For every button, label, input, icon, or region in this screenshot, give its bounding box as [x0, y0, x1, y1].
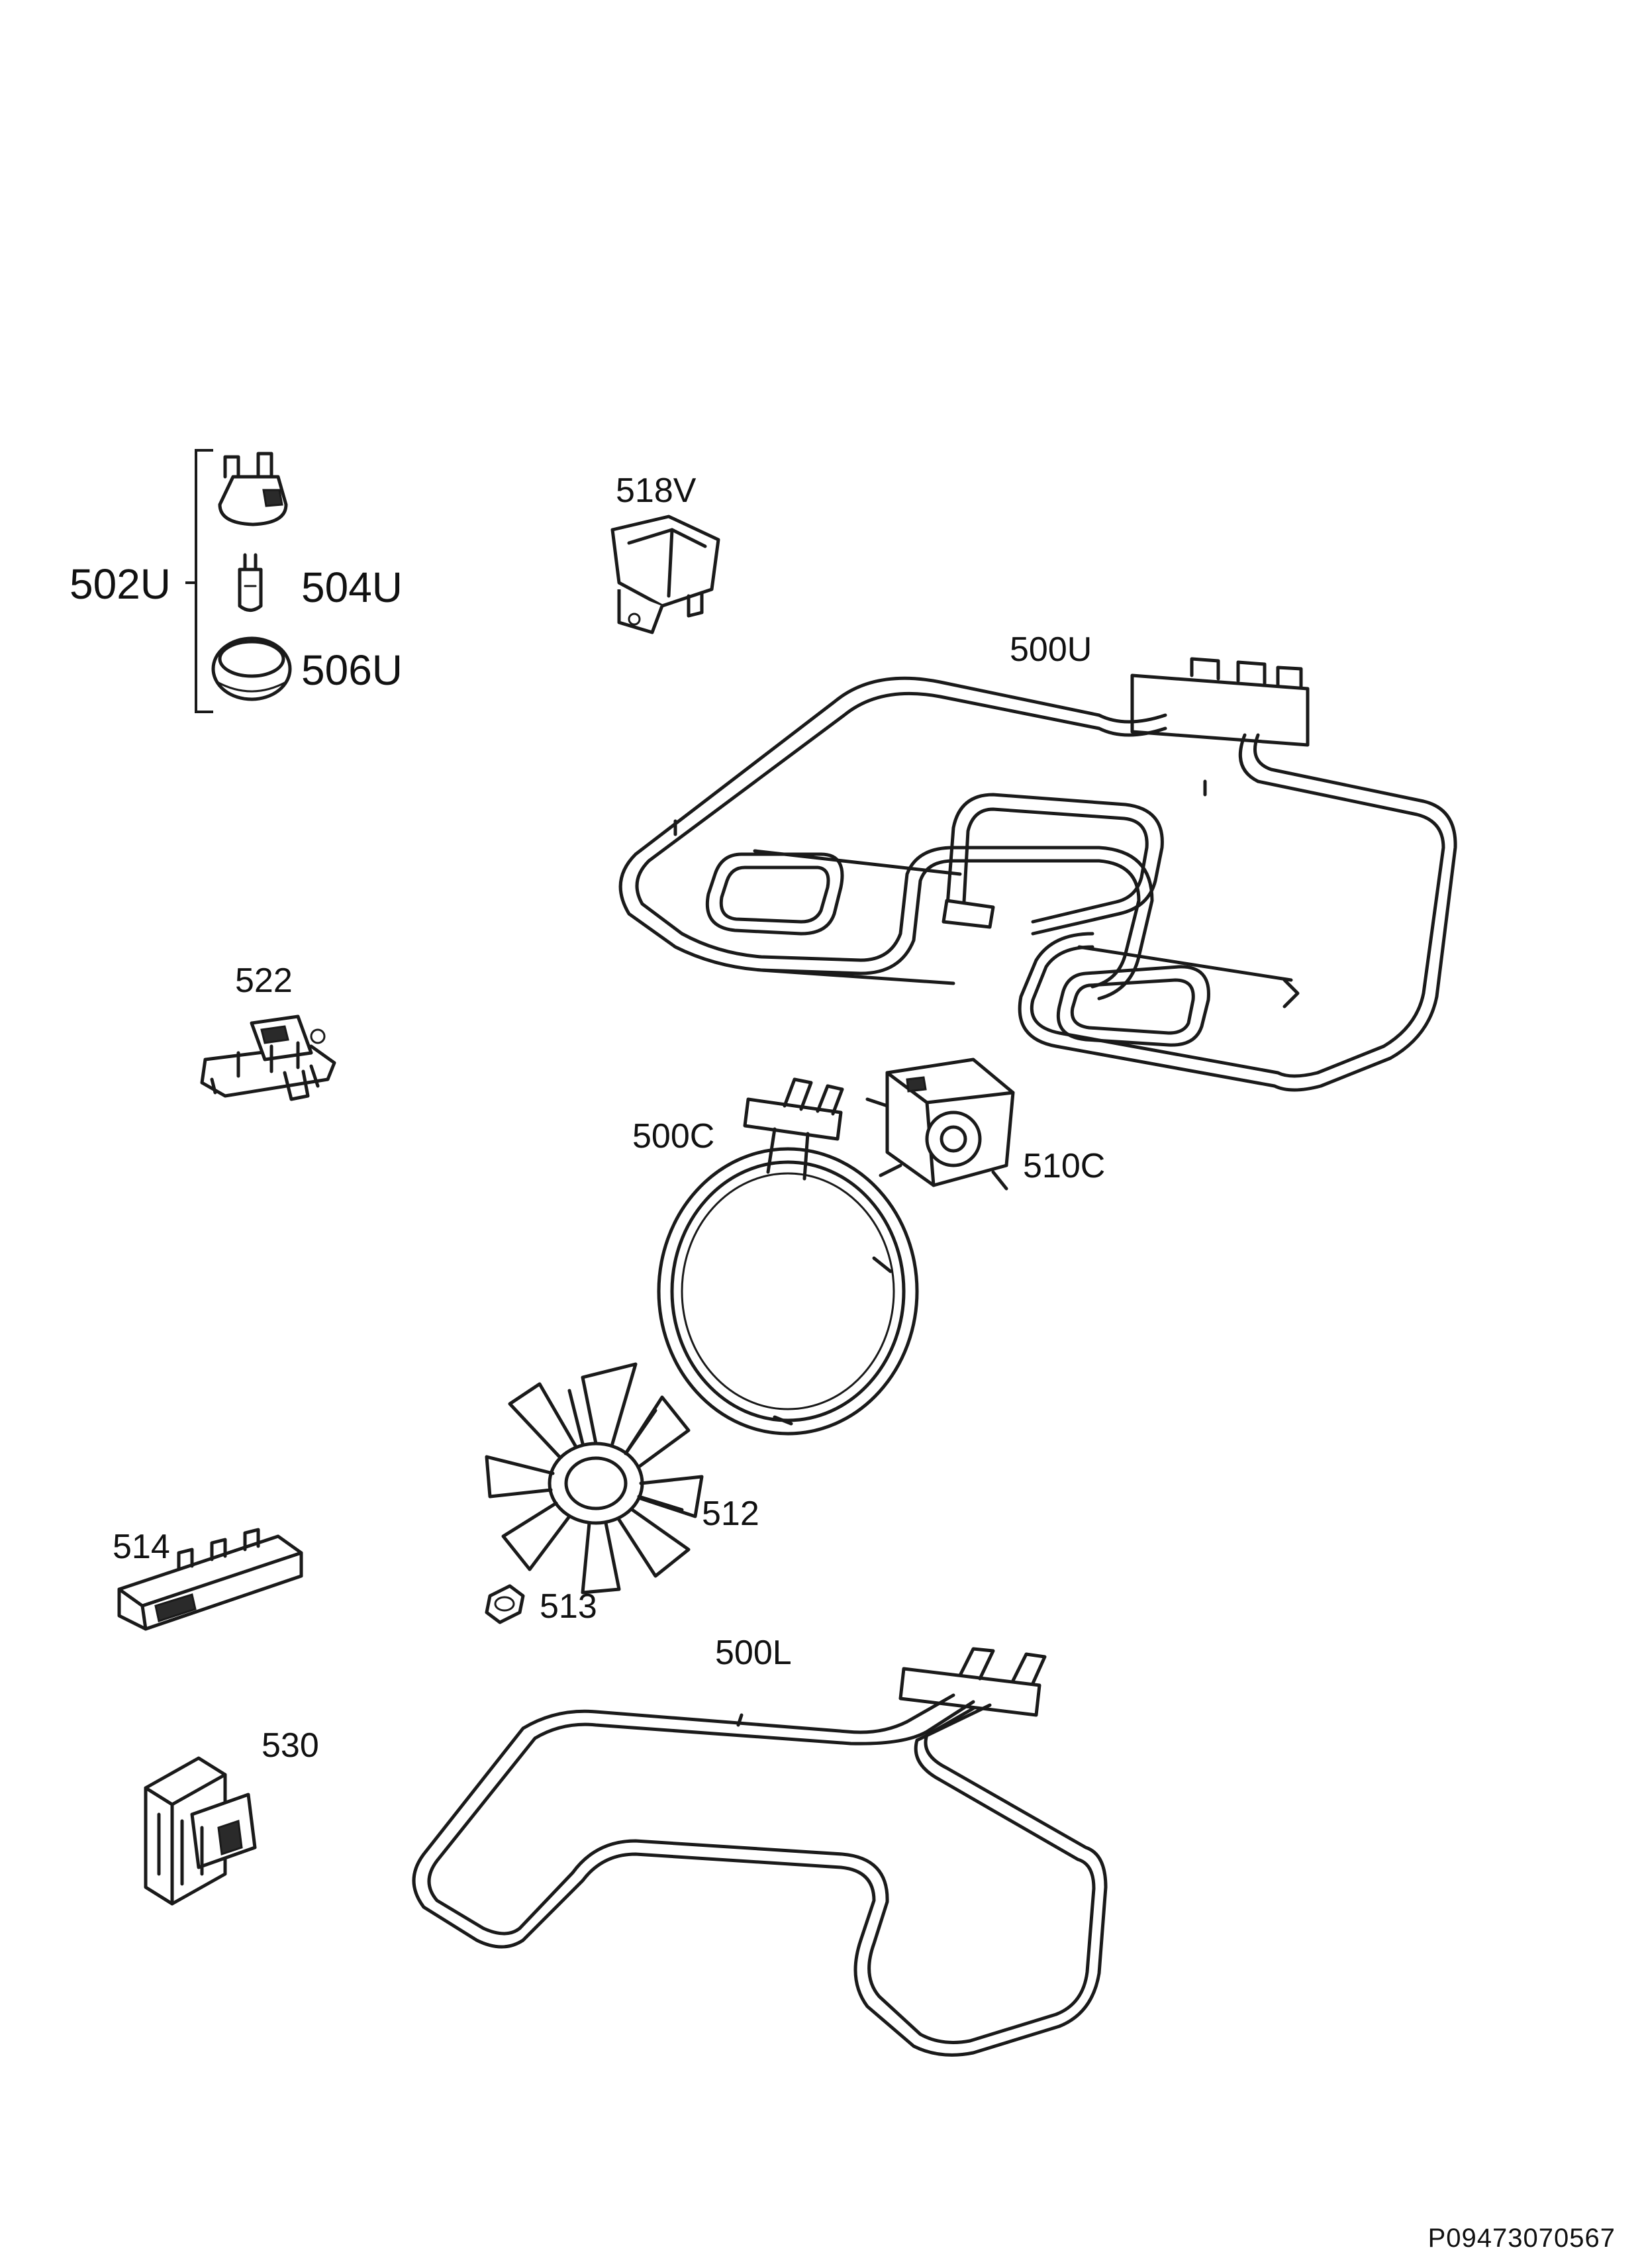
label-514: 514 — [113, 1528, 170, 1566]
part-lamp-socket — [218, 452, 288, 526]
part-fan-nut — [485, 1584, 525, 1624]
label-530: 530 — [262, 1726, 319, 1765]
label-513: 513 — [540, 1587, 597, 1626]
label-518V: 518V — [616, 471, 697, 510]
label-500L: 500L — [715, 1634, 792, 1672]
part-door-switch — [144, 1756, 257, 1906]
label-512: 512 — [702, 1495, 759, 1533]
part-switch-block — [117, 1528, 303, 1631]
part-fan-motor — [865, 1058, 1015, 1191]
label-504U: 504U — [301, 564, 403, 611]
part-upper-heating-element — [618, 657, 1457, 1092]
label-502U: 502U — [70, 560, 171, 608]
part-lamp-cover — [211, 636, 292, 701]
part-fan-blade — [485, 1362, 704, 1595]
label-510C: 510C — [1023, 1147, 1106, 1185]
part-lamp-bulb — [238, 553, 263, 612]
label-506U: 506U — [301, 646, 403, 694]
part-lower-heating-element — [412, 1647, 1108, 2057]
document-number: P09473070567 — [1427, 2224, 1616, 2253]
group-bracket-502U — [185, 449, 213, 713]
label-500U: 500U — [1010, 630, 1092, 669]
label-500C: 500C — [632, 1117, 715, 1156]
label-522: 522 — [235, 961, 293, 1000]
part-thermostat — [610, 515, 720, 634]
part-terminal-block — [200, 1014, 336, 1101]
part-circular-heating-element — [657, 1077, 919, 1436]
